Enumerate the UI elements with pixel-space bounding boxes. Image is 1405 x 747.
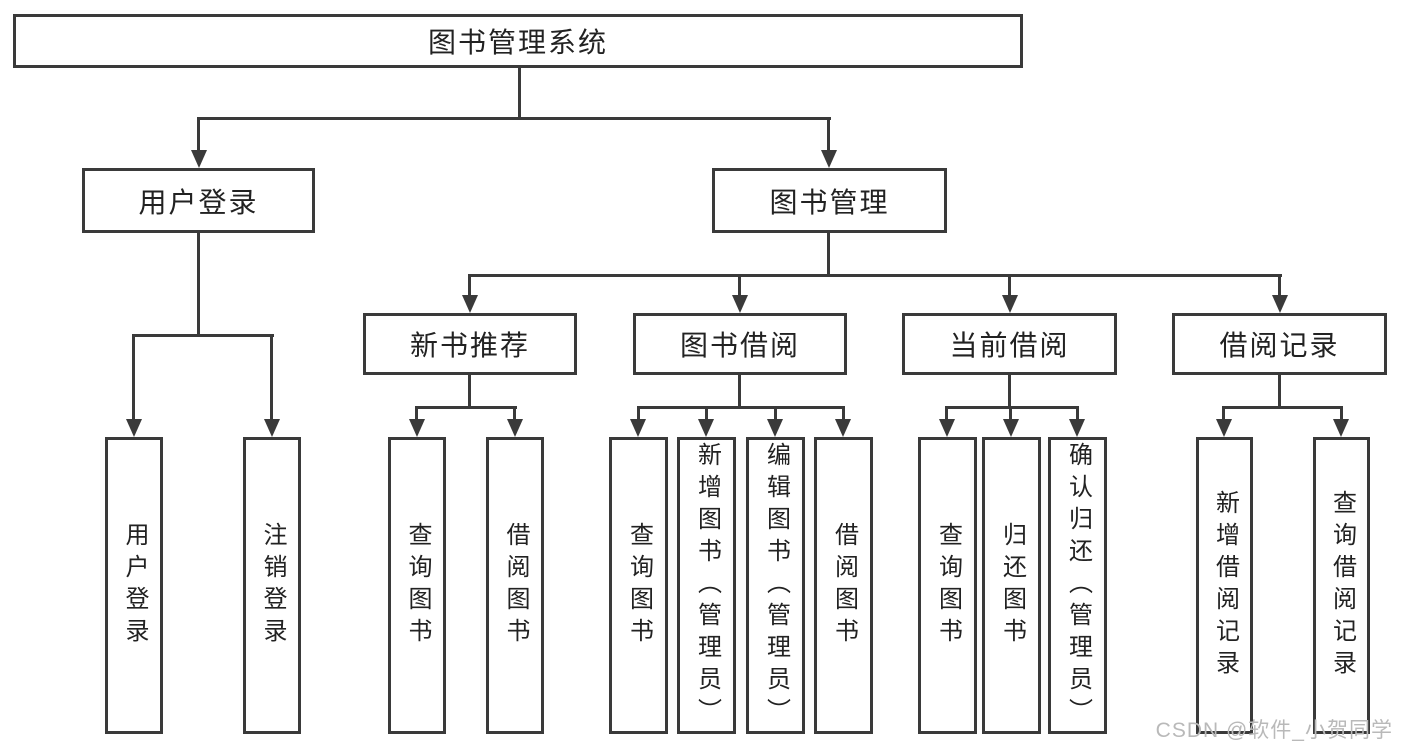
- arrowhead-down-icon: [630, 419, 646, 437]
- node-book-borrowing: 图书借阅: [633, 313, 847, 375]
- csdn-watermark: CSDN @软件_小贺同学: [1155, 719, 1393, 742]
- edge-line: [1008, 274, 1011, 298]
- edge-line: [738, 375, 741, 408]
- node-current-borrowing: 当前借阅: [902, 313, 1117, 375]
- edge-line: [270, 334, 273, 422]
- leaf-edit-book-admin: 编辑图书（管理员）: [746, 437, 805, 734]
- leaf-label: 借阅图书: [502, 521, 529, 650]
- arrowhead-down-icon: [1272, 295, 1288, 313]
- edge-line: [415, 406, 418, 423]
- leaf-label: 新增借阅记录: [1211, 489, 1239, 682]
- leaf-query-book-current: 查询图书: [918, 437, 977, 734]
- leaf-label: 归还图书: [998, 521, 1026, 650]
- edge-line: [518, 68, 521, 120]
- leaf-label: 查询图书: [404, 521, 431, 650]
- edge-line: [197, 117, 200, 152]
- leaf-label: 用户登录: [121, 521, 148, 650]
- arrowhead-down-icon: [1333, 419, 1349, 437]
- arrowhead-down-icon: [939, 419, 955, 437]
- leaf-borrow-book-newrec: 借阅图书: [486, 437, 544, 734]
- leaf-logout: 注销登录: [243, 437, 301, 734]
- edge-line: [197, 117, 831, 120]
- edge-line: [738, 274, 741, 298]
- arrowhead-down-icon: [1069, 419, 1085, 437]
- arrowhead-down-icon: [126, 419, 142, 437]
- edge-line: [197, 233, 200, 337]
- edge-line: [1340, 406, 1343, 423]
- leaf-label: 编辑图书（管理员）: [762, 441, 790, 730]
- edge-line: [468, 274, 1282, 277]
- leaf-label: 查询借阅记录: [1328, 489, 1356, 682]
- edge-line: [132, 334, 135, 422]
- leaf-confirm-return-admin: 确认归还（管理员）: [1048, 437, 1107, 734]
- leaf-label: 查询图书: [625, 521, 653, 650]
- leaf-label: 注销登录: [259, 521, 286, 650]
- leaf-query-book-borrow: 查询图书: [609, 437, 668, 734]
- edge-line: [705, 406, 708, 423]
- edge-line: [468, 274, 471, 298]
- arrowhead-down-icon: [821, 150, 837, 168]
- edge-line: [415, 406, 517, 409]
- edge-line: [637, 406, 845, 409]
- leaf-label: 借阅图书: [830, 521, 858, 650]
- arrowhead-down-icon: [409, 419, 425, 437]
- edge-line: [637, 406, 640, 423]
- arrowhead-down-icon: [1002, 295, 1018, 313]
- arrowhead-down-icon: [732, 295, 748, 313]
- edge-line: [1008, 375, 1011, 408]
- edge-line: [513, 406, 516, 423]
- leaf-return-book: 归还图书: [982, 437, 1041, 734]
- node-root: 图书管理系统: [13, 14, 1023, 68]
- leaf-label: 新增图书（管理员）: [693, 441, 721, 730]
- leaf-add-borrow-record: 新增借阅记录: [1196, 437, 1253, 734]
- edge-line: [1223, 406, 1343, 409]
- edge-line: [945, 406, 948, 423]
- arrowhead-down-icon: [767, 419, 783, 437]
- edge-line: [946, 406, 1079, 409]
- node-new-book-recommend: 新书推荐: [363, 313, 577, 375]
- edge-line: [468, 375, 471, 408]
- leaf-label: 确认归还（管理员）: [1064, 441, 1092, 730]
- edge-line: [1222, 406, 1225, 423]
- edge-line: [827, 117, 830, 152]
- leaf-label: 查询图书: [934, 521, 962, 650]
- edge-line: [842, 406, 845, 423]
- arrowhead-down-icon: [462, 295, 478, 313]
- arrowhead-down-icon: [835, 419, 851, 437]
- edge-line: [1278, 274, 1281, 298]
- node-book-management: 图书管理: [712, 168, 947, 233]
- arrowhead-down-icon: [1003, 419, 1019, 437]
- edge-line: [1278, 375, 1281, 408]
- node-user-login: 用户登录: [82, 168, 315, 233]
- arrowhead-down-icon: [1216, 419, 1232, 437]
- arrowhead-down-icon: [264, 419, 280, 437]
- leaf-query-borrow-record: 查询借阅记录: [1313, 437, 1370, 734]
- edge-line: [827, 233, 830, 277]
- arrowhead-down-icon: [698, 419, 714, 437]
- leaf-user-login: 用户登录: [105, 437, 163, 734]
- node-borrowing-records: 借阅记录: [1172, 313, 1387, 375]
- edge-line: [774, 406, 777, 423]
- edge-line: [132, 334, 274, 337]
- leaf-borrow-book: 借阅图书: [814, 437, 873, 734]
- arrowhead-down-icon: [191, 150, 207, 168]
- edge-line: [1076, 406, 1079, 423]
- leaf-add-book-admin: 新增图书（管理员）: [677, 437, 736, 734]
- edge-line: [1009, 406, 1012, 423]
- leaf-query-book-newrec: 查询图书: [388, 437, 446, 734]
- arrowhead-down-icon: [507, 419, 523, 437]
